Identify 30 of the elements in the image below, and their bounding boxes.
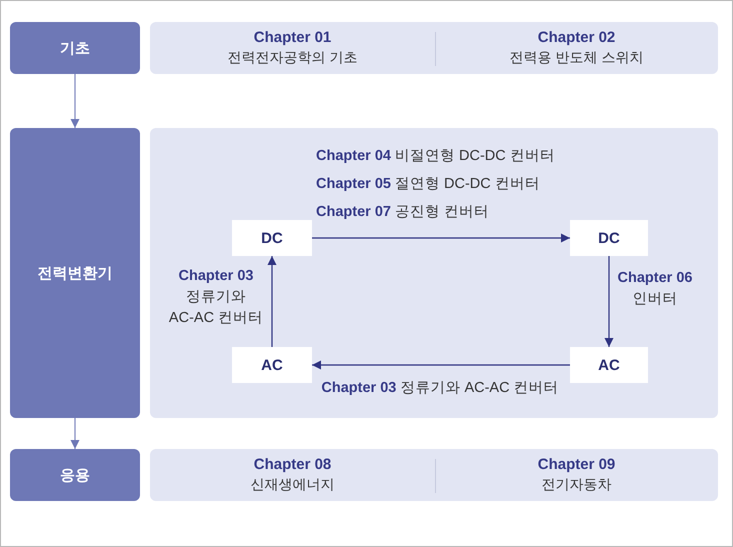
section-label-box: 전력변환기	[10, 128, 140, 418]
step-arrow	[70, 418, 80, 450]
edge-label: Chapter 03 정류기와 AC-AC 컨버터	[320, 379, 560, 398]
chapter-title: 전력용 반도체 스위치	[510, 49, 644, 67]
current-type-box: DC	[232, 220, 312, 256]
chapter-number: Chapter 01	[254, 29, 332, 46]
chapter-title: 전기자동차	[542, 476, 612, 494]
converter-chapter-label: Chapter 07 공진형 컨버터	[316, 203, 490, 222]
current-type-box: AC	[570, 347, 648, 383]
section-label-box: 응용	[10, 449, 140, 501]
chapter-panel	[150, 128, 718, 418]
arrow	[268, 256, 276, 347]
current-type-box: AC	[232, 347, 312, 383]
current-type-box: DC	[570, 220, 648, 256]
converter-chapter-label: Chapter 04 비절연형 DC-DC 컨버터	[316, 147, 555, 166]
converter-chapter-label: Chapter 05 절연형 DC-DC 컨버터	[316, 175, 540, 194]
arrow	[312, 360, 570, 370]
chapter-number: Chapter 08	[254, 456, 332, 473]
arrow	[312, 234, 570, 242]
edge-label: Chapter 06 인버터	[616, 269, 694, 309]
arrow	[604, 256, 614, 347]
edge-label: Chapter 03 정류기와 AC-AC 컨버터	[168, 267, 264, 328]
section-label-box: 기초	[10, 22, 140, 74]
step-arrow	[70, 74, 80, 128]
chapter-number: Chapter 02	[538, 29, 616, 46]
chapter-title: 신재생에너지	[250, 476, 334, 494]
chapter-number: Chapter 09	[538, 456, 616, 473]
chapter-panel	[150, 22, 718, 74]
chapter-title: 전력전자공학의 기초	[228, 49, 358, 67]
chapter-panel	[150, 449, 718, 501]
